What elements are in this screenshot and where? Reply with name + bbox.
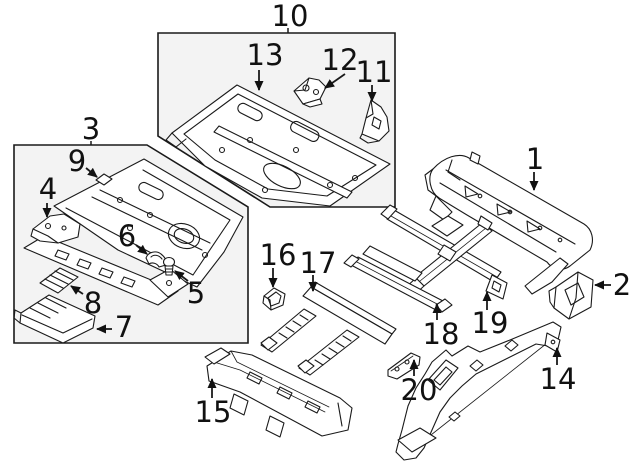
part-17-drawing	[260, 281, 397, 376]
callout-17[interactable]: 17	[300, 246, 337, 292]
callout-label-19[interactable]: 19	[472, 306, 509, 340]
callout-1[interactable]: 1	[526, 142, 544, 191]
callout-label-11[interactable]: 11	[356, 55, 393, 89]
parts-layer	[13, 77, 594, 461]
part-14-drawing	[395, 321, 562, 461]
callout-8[interactable]: 8	[70, 285, 102, 320]
callout-19[interactable]: 19	[472, 291, 509, 340]
part-2-drawing	[548, 271, 594, 320]
part-4-drawing	[30, 213, 81, 244]
callout-9[interactable]: 9	[68, 144, 98, 178]
callout-arrow-6	[135, 244, 148, 255]
callout-7[interactable]: 7	[96, 310, 133, 344]
callout-2[interactable]: 2	[594, 268, 631, 302]
part-5-drawing	[162, 256, 176, 276]
part-11-drawing	[359, 99, 390, 144]
callout-label-5[interactable]: 5	[187, 276, 205, 310]
part-15-drawing	[204, 347, 353, 438]
part-7-drawing	[13, 294, 96, 344]
callout-16[interactable]: 16	[260, 238, 297, 288]
callout-6[interactable]: 6	[118, 219, 148, 255]
callout-label-6[interactable]: 6	[118, 219, 136, 253]
part-3-drawing	[53, 158, 244, 288]
part-1-drawing	[424, 151, 593, 295]
callout-20[interactable]: 20	[401, 359, 438, 407]
part-8-drawing	[39, 267, 79, 294]
callout-arrow-12	[324, 73, 346, 89]
callout-label-2[interactable]: 2	[613, 268, 631, 302]
callout-5[interactable]: 5	[174, 270, 205, 310]
part-16-drawing	[262, 287, 286, 311]
callout-label-10[interactable]: 10	[272, 0, 309, 33]
callout-label-18[interactable]: 18	[423, 317, 460, 351]
part-13-drawing	[165, 84, 391, 207]
callout-label-16[interactable]: 16	[260, 238, 297, 272]
callout-15[interactable]: 15	[195, 378, 232, 429]
part-12-drawing	[293, 77, 327, 108]
callout-label-14[interactable]: 14	[540, 362, 577, 396]
callout-label-20[interactable]: 20	[401, 373, 438, 407]
callout-11[interactable]: 11	[356, 55, 393, 102]
callout-label-12[interactable]: 12	[322, 43, 359, 77]
callout-18[interactable]: 18	[423, 303, 460, 351]
callout-label-15[interactable]: 15	[195, 395, 232, 429]
callout-label-8[interactable]: 8	[84, 286, 102, 320]
callout-4[interactable]: 4	[39, 172, 57, 218]
callout-14[interactable]: 14	[540, 347, 577, 396]
callout-arrow-5	[174, 270, 189, 282]
callout-arrow-8	[70, 285, 84, 295]
callout-label-3[interactable]: 3	[82, 112, 100, 146]
part-18-drawing	[343, 245, 453, 313]
callout-label-7[interactable]: 7	[115, 310, 133, 344]
callout-label-9[interactable]: 9	[68, 144, 86, 178]
callout-label-1[interactable]: 1	[526, 142, 544, 176]
callout-label-17[interactable]: 17	[300, 246, 337, 280]
callout-13[interactable]: 13	[247, 38, 284, 91]
callout-label-4[interactable]: 4	[39, 172, 57, 206]
callout-label-13[interactable]: 13	[247, 38, 284, 72]
callout-12[interactable]: 12	[322, 43, 359, 89]
callout-arrow-9	[85, 167, 98, 178]
